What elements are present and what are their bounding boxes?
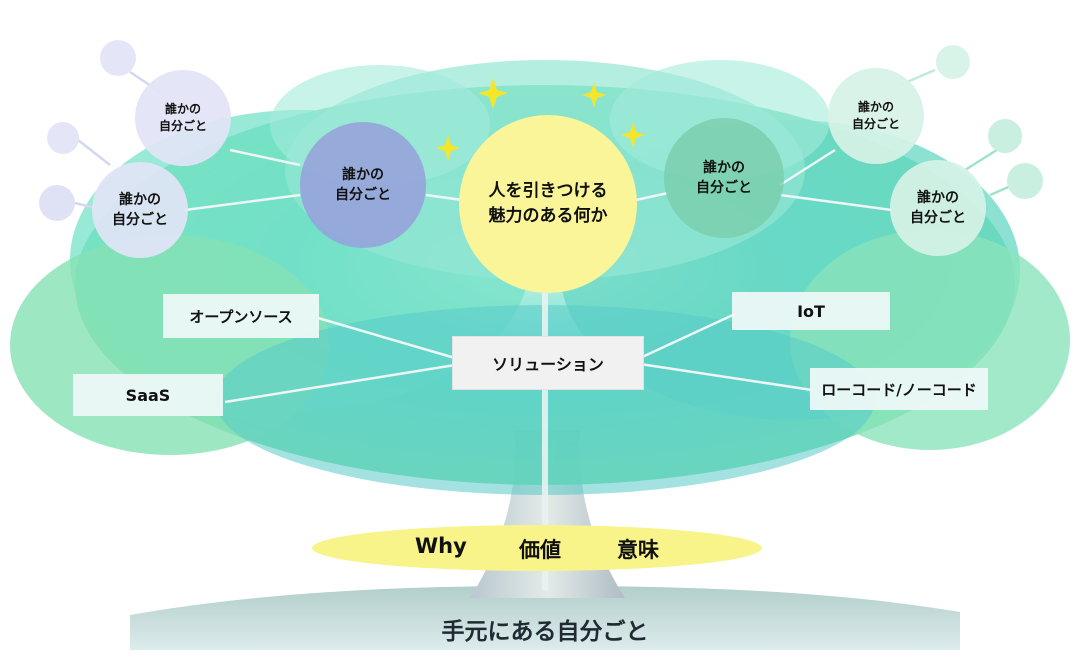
tag-saas: SaaS bbox=[73, 374, 223, 416]
circle-left-top: 誰かの自分ごと bbox=[135, 70, 231, 166]
roots-ellipse: Why 価値 意味 bbox=[312, 525, 762, 571]
circle-right-top: 誰かの自分ごと bbox=[828, 68, 924, 164]
dot-mint-2 bbox=[988, 119, 1022, 153]
core-line-1: 人を引きつける bbox=[488, 181, 608, 202]
label: 自分ごと bbox=[112, 212, 168, 228]
circle-right-low: 誰かの自分ごと bbox=[890, 160, 986, 256]
label: 誰かの bbox=[164, 101, 201, 116]
dot-lilac-3 bbox=[39, 185, 75, 221]
stem-line bbox=[542, 290, 548, 590]
tag-lowcode-nocode: ローコード/ノーコード bbox=[810, 368, 988, 410]
label: 誰かの bbox=[857, 99, 894, 114]
label: 誰かの bbox=[342, 166, 384, 183]
tag-iot: IoT bbox=[732, 292, 890, 330]
solution-box: ソリューション bbox=[452, 336, 644, 390]
root-meaning: 意味 bbox=[617, 538, 659, 562]
connectors bbox=[184, 148, 893, 404]
tag-open-source: オープンソース bbox=[163, 294, 319, 338]
circle-right-main: 誰かの自分ごと bbox=[664, 118, 784, 238]
circle-left-low: 誰かの自分ごと bbox=[92, 162, 188, 258]
root-value: 価値 bbox=[519, 538, 561, 562]
label: 自分ごと bbox=[910, 210, 966, 226]
label: 自分ごと bbox=[158, 119, 207, 133]
label: 自分ごと bbox=[851, 117, 900, 131]
label: 自分ごと bbox=[696, 180, 752, 196]
label: 誰かの bbox=[703, 159, 745, 176]
ground bbox=[130, 585, 960, 650]
circle-left-main: 誰かの自分ごと bbox=[300, 122, 426, 248]
label: 誰かの bbox=[917, 189, 959, 206]
ground-label: 手元にある自分ごと bbox=[441, 619, 649, 645]
label: 誰かの bbox=[119, 191, 161, 208]
dot-lilac-1 bbox=[100, 40, 136, 76]
core-value-circle: 人を引きつける 魅力のある何か bbox=[459, 115, 637, 293]
dot-mint-1 bbox=[936, 45, 970, 79]
label: 自分ごと bbox=[335, 187, 391, 203]
core-line-2: 魅力のある何か bbox=[488, 206, 608, 226]
root-why: Why bbox=[415, 534, 467, 558]
dot-mint-3 bbox=[1007, 163, 1043, 199]
sparkle-icon bbox=[436, 78, 645, 161]
dot-lilac-2 bbox=[47, 122, 79, 154]
